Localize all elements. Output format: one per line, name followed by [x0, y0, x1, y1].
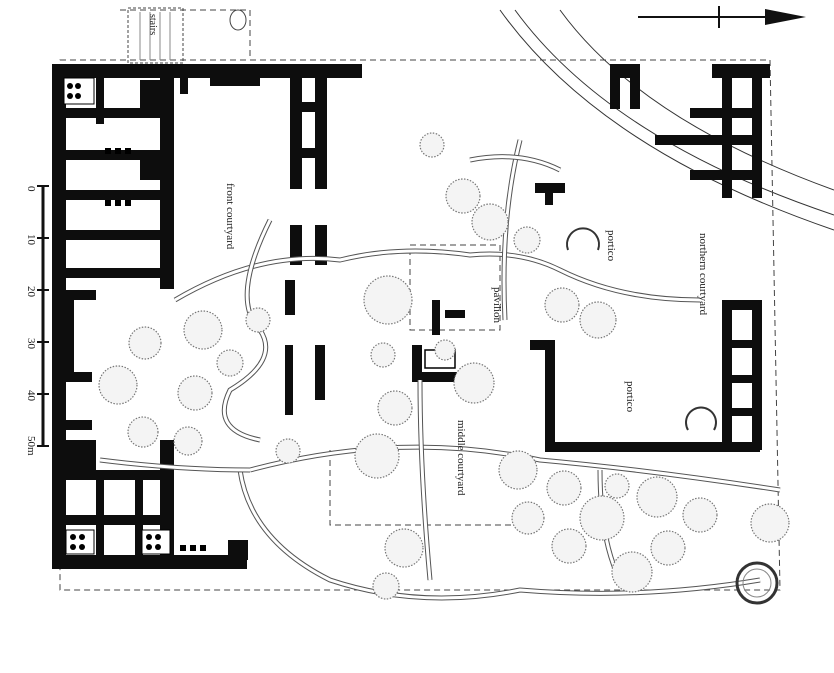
round-tower — [735, 561, 779, 605]
road-curves — [499, 9, 834, 231]
label-stairs: stairs — [147, 14, 158, 35]
scale-tick-0: 0 — [25, 186, 37, 192]
central-wall — [285, 64, 327, 415]
garden-paths — [99, 139, 781, 601]
label-front-courtyard: front courtyard — [224, 183, 236, 250]
room-details — [63, 77, 206, 555]
scale-tick-50m: 50m — [25, 436, 37, 456]
trees — [98, 132, 790, 600]
north-arrow-icon — [638, 6, 806, 28]
label-middle-courtyard: middle courtyard — [455, 420, 467, 496]
scale-tick-30: 30 — [25, 338, 37, 350]
scale-tick-20: 20 — [25, 286, 37, 298]
west-wing-walls — [52, 64, 362, 569]
northern-courtyard-walls — [530, 64, 770, 452]
label-northern-courtyard: northern courtyard — [697, 233, 709, 316]
stairs — [127, 7, 247, 64]
label-portico-north: portico — [605, 230, 617, 262]
semicircle-features — [566, 227, 717, 431]
scale-tick-10: 10 — [25, 234, 37, 246]
label-portico-south: portico — [624, 381, 636, 413]
pavilion-structures — [412, 300, 465, 382]
scale-bar: 0 10 20 30 40 50m — [25, 185, 49, 456]
scale-tick-40: 40 — [25, 390, 37, 402]
label-pavilion: pavilion — [491, 287, 503, 324]
